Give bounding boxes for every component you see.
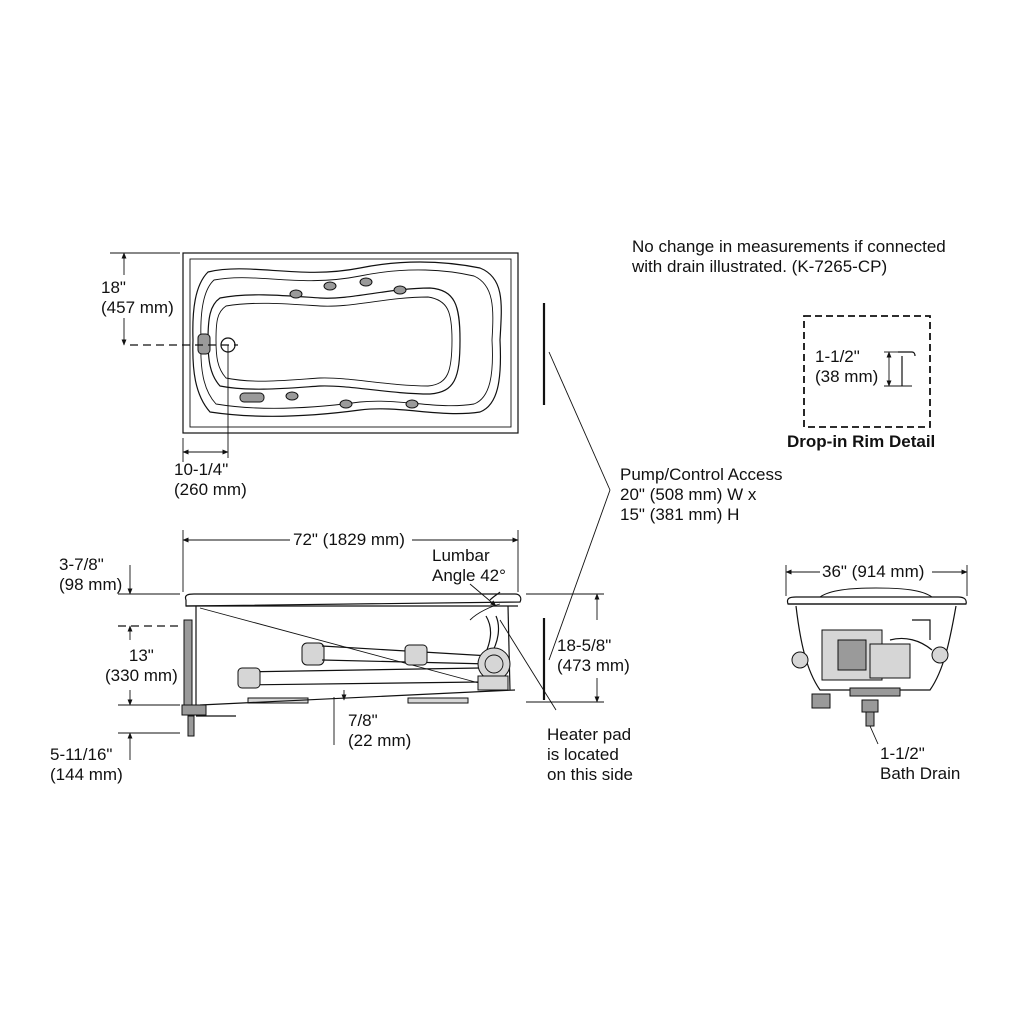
heater-line-1: Heater pad [547, 725, 632, 744]
base-metric: (22 mm) [348, 731, 412, 750]
top-width-dimension: 18" (457 mm) [101, 278, 174, 318]
top-view-dimensions [110, 252, 229, 462]
rim-dim-metric: (38 mm) [815, 367, 879, 386]
top-view-tub [130, 252, 519, 458]
drain-note-line-2: with drain illustrated. (K-7265-CP) [632, 257, 888, 276]
pump-access-label: Pump/Control Access 20" (508 mm) W x 15"… [620, 465, 783, 525]
depth-imperial: 13" [128, 646, 154, 665]
rim-detail-dimension: 1-1/2" (38 mm) [815, 347, 878, 387]
overall-height-dimension: 18-5/8" (473 mm) [557, 636, 630, 676]
bath-drain-line-1: 1-1/2" [880, 744, 925, 763]
overall-height-imperial: 18-5/8" [557, 636, 612, 655]
pump-access-line-2: 20" (508 mm) W x [620, 485, 757, 504]
heater-line-3: on this side [547, 765, 633, 784]
top-width-imperial: 18" [101, 278, 126, 297]
side-view-tub [181, 583, 557, 737]
base-dimension: 7/8" (22 mm) [348, 711, 411, 751]
heater-line-2: is located [547, 745, 619, 764]
top-width-metric: (457 mm) [101, 298, 174, 317]
rim-height-metric: (98 mm) [59, 575, 123, 594]
overall-height-metric: (473 mm) [557, 656, 630, 675]
drain-height-imperial: 5-11/16" [50, 745, 113, 764]
depth-dimension: 13" (330 mm) [105, 646, 178, 686]
bath-drain-label: 1-1/2" Bath Drain [880, 744, 960, 784]
end-width-dimension: 36" (914 mm) [820, 562, 927, 582]
side-view-dimensions [118, 530, 604, 760]
pump-access-callout [542, 303, 611, 700]
drain-note: No change in measurements if connected w… [632, 237, 946, 277]
drain-height-dimension: 5-11/16" (144 mm) [50, 745, 123, 785]
rim-height-imperial: 3-7/8" [59, 555, 104, 574]
rim-dim-imperial: 1-1/2" [815, 347, 860, 366]
end-view-tub [785, 565, 968, 745]
depth-metric: (330 mm) [105, 666, 178, 685]
base-imperial: 7/8" [348, 711, 378, 730]
drain-offset-dimension: 10-1/4" (260 mm) [174, 460, 247, 500]
rim-detail-title: Drop-in Rim Detail [787, 432, 936, 451]
drain-offset-metric: (260 mm) [174, 480, 247, 499]
heater-pad-note: Heater pad is located on this side [547, 725, 633, 785]
lumbar-line-1: Lumbar [432, 546, 490, 565]
rim-height-dimension: 3-7/8" (98 mm) [59, 555, 122, 595]
bath-drain-line-2: Bath Drain [880, 764, 961, 783]
lumbar-angle-label: Lumbar Angle 42° [432, 546, 506, 586]
drain-offset-imperial: 10-1/4" [174, 460, 229, 479]
pump-access-line-3: 15" (381 mm) H [620, 505, 740, 524]
drain-note-line-1: No change in measurements if connected [632, 237, 946, 256]
drain-height-metric: (144 mm) [50, 765, 123, 784]
length-dimension: 72" (1829 mm) [290, 530, 408, 550]
lumbar-line-2: Angle 42° [432, 566, 506, 585]
pump-access-line-1: Pump/Control Access [620, 465, 783, 484]
rim-detail-frame [803, 315, 931, 428]
